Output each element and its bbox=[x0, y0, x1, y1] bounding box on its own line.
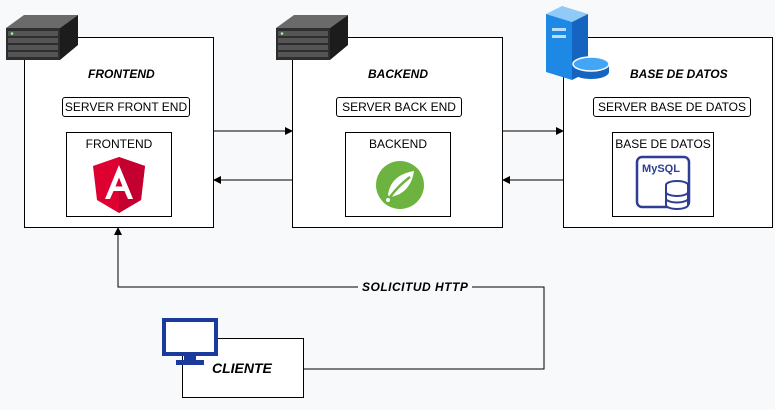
database-server-label: SERVER BASE DE DATOS bbox=[593, 97, 751, 117]
client-label: CLIENTE bbox=[212, 360, 272, 376]
frontend-inner-box[interactable]: FRONTEND bbox=[66, 132, 172, 217]
backend-inner-label: BACKEND bbox=[368, 137, 427, 151]
spring-logo-icon bbox=[376, 161, 424, 209]
frontend-title: FRONTEND bbox=[88, 67, 155, 81]
frontend-inner-label: FRONTEND bbox=[85, 137, 153, 151]
edge-client-to-frontend bbox=[114, 227, 545, 370]
mysql-logo-text: MySQL bbox=[642, 163, 680, 175]
tower-database-server-icon bbox=[546, 6, 610, 80]
backend-title: BACKEND bbox=[368, 67, 428, 81]
angular-logo-icon bbox=[93, 157, 145, 213]
frontend-server-label: SERVER FRONT END bbox=[62, 97, 190, 117]
monitor-icon bbox=[162, 318, 218, 365]
rack-server-icon bbox=[276, 15, 348, 60]
database-title: BASE DE DATOS bbox=[630, 67, 728, 81]
rack-server-icon bbox=[6, 15, 78, 60]
database-inner-box[interactable]: BASE DE DATOS MySQL bbox=[612, 132, 714, 217]
backend-inner-box[interactable]: BACKEND bbox=[345, 132, 451, 217]
backend-server-label: SERVER BACK END bbox=[336, 97, 462, 117]
database-inner-label: BASE DE DATOS bbox=[615, 137, 711, 151]
request-edge-label: SOLICITUD HTTP bbox=[358, 280, 473, 294]
mysql-logo-icon: MySQL bbox=[635, 155, 691, 210]
